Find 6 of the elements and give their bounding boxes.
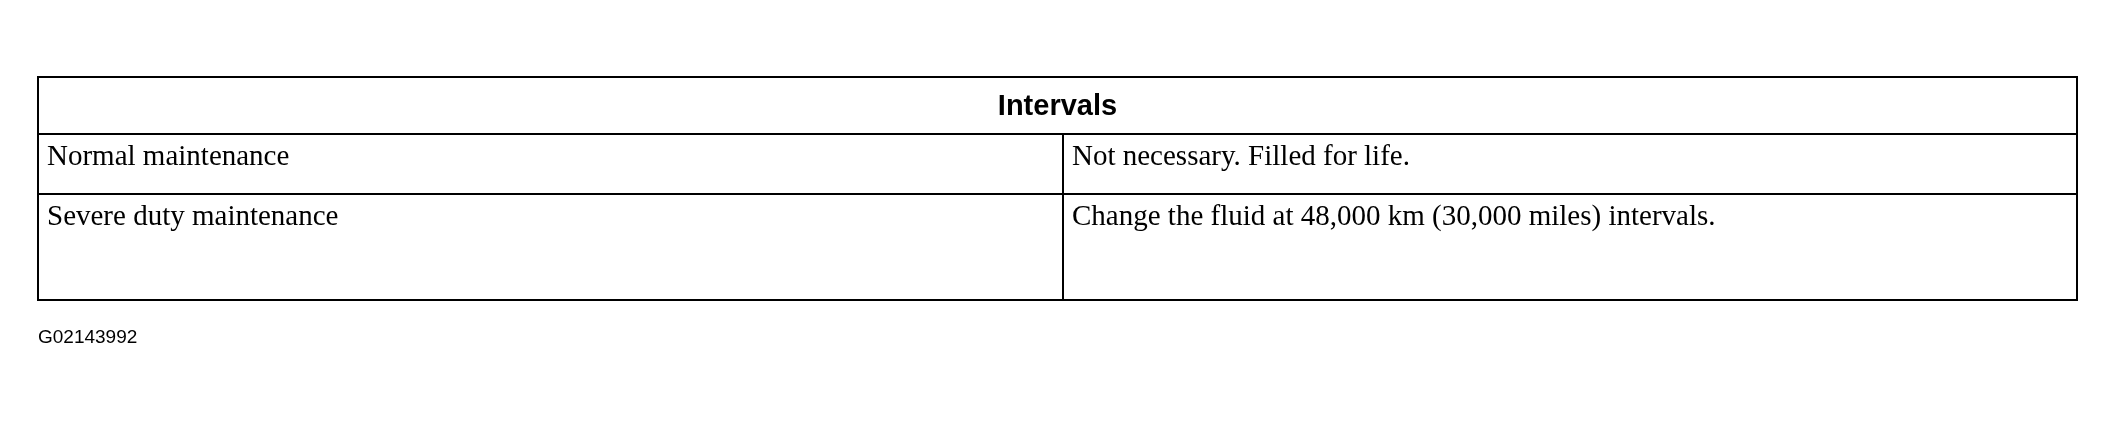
figure-id: G02143992 [38, 326, 138, 348]
table-header: Intervals [38, 77, 2077, 134]
row-label: Normal maintenance [38, 134, 1063, 194]
interval-text: Change the fluid at 48,000 km (30,000 miles) intervals. [1063, 194, 2077, 300]
interval-text: Not necessary. Filled for life. [1063, 134, 2077, 194]
row-label: Severe duty maintenance [38, 194, 1063, 300]
